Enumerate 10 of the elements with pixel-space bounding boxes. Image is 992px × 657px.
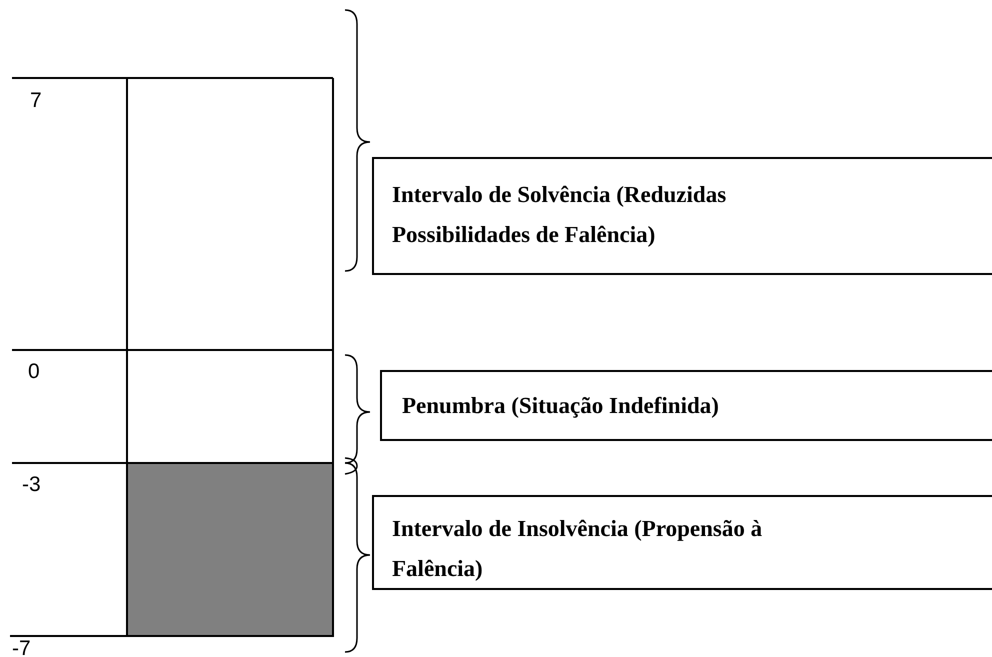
- interval-label: Intervalo de Insolvência (Propensão à Falência): [392, 515, 764, 583]
- interval-label: Penumbra (Situação Indefinida): [402, 392, 720, 420]
- interval-label: Intervalo de Solvência (Reduzidas Possibilidades de Falência): [392, 181, 728, 249]
- interval-box: [372, 157, 992, 275]
- scale-value: 0: [28, 361, 40, 383]
- scale-value: 7: [30, 90, 42, 112]
- scale-value: -3: [22, 474, 41, 496]
- interval-box: [372, 495, 992, 590]
- scale-value: -7: [12, 638, 31, 657]
- interval-box: [380, 370, 992, 441]
